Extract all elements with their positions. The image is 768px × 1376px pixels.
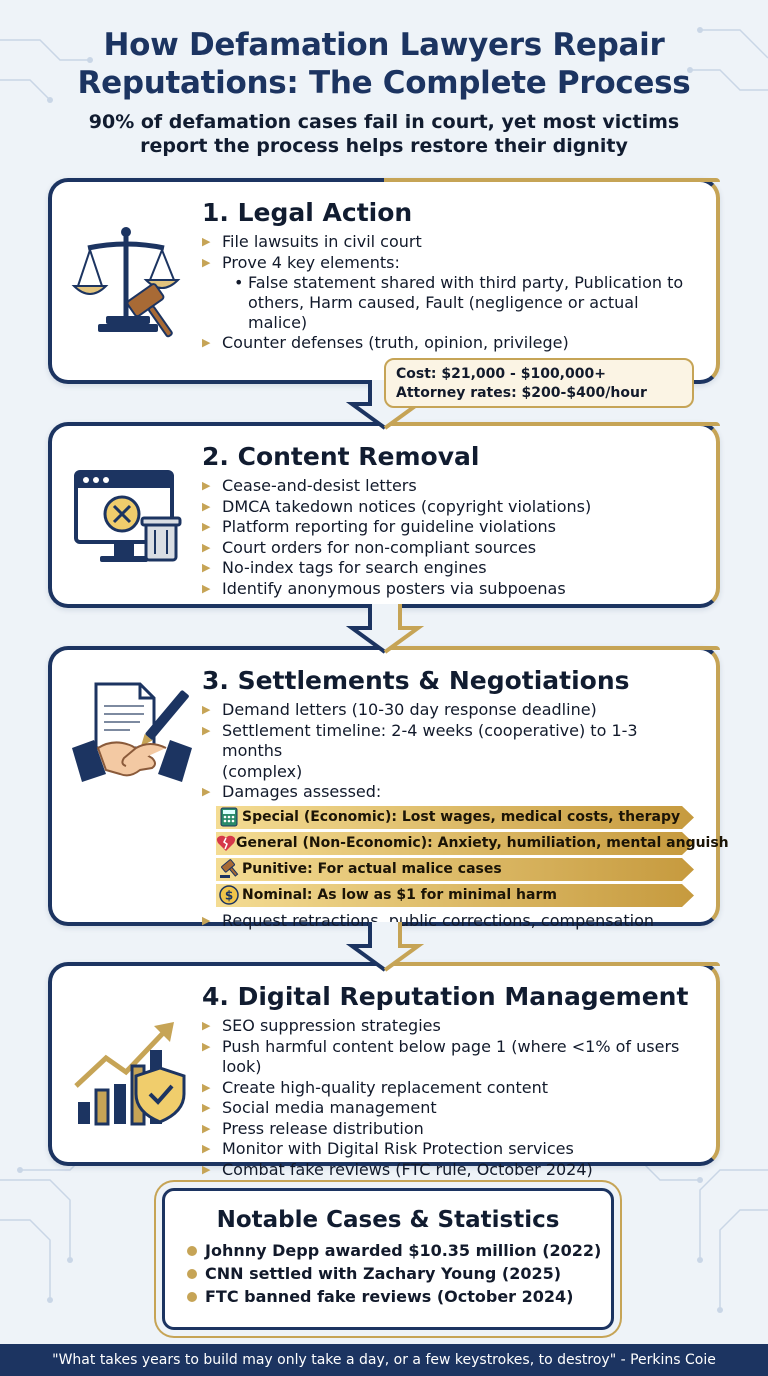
section-title: 2. Content Removal [202, 442, 480, 471]
damage-text: Punitive: For actual malice cases [242, 861, 502, 877]
list-item: FTC banned fake reviews (October 2024) [187, 1285, 611, 1308]
damage-row-punitive: Punitive: For actual malice cases [216, 857, 694, 881]
bullet-list: Demand letters (10-30 day response deadl… [202, 700, 702, 803]
damage-banner [216, 883, 694, 907]
damage-text: Special (Economic): Lost wages, medical … [242, 809, 681, 825]
coin-glyph: $ [225, 889, 233, 903]
list-item: No-index tags for search engines [202, 558, 702, 579]
cost-line: Cost: $21,000 - $100,000+ [396, 366, 606, 382]
footer-quote: "What takes years to build may only take… [0, 1344, 768, 1376]
damage-row-general: General (Non-Economic): Anxiety, humilia… [216, 831, 729, 855]
sub-line: others, Harm caused, Fault (negligence o… [248, 293, 639, 312]
list-item: Damages assessed: [202, 782, 702, 803]
subtitle-line-1: 90% of defamation cases fail in court, y… [88, 111, 680, 133]
list-item: Cease-and-desist letters [202, 476, 702, 497]
list-item: File lawsuits in civil court [202, 232, 702, 253]
section-title: 3. Settlements & Negotiations [202, 666, 630, 695]
growth-chart-shield-icon [74, 1022, 186, 1126]
chevron-down-icon [344, 922, 426, 972]
list-item: Court orders for non-compliant sources [202, 538, 702, 559]
attorney-rate-line: Attorney rates: $200-$400/hour [396, 385, 647, 401]
list-item: Monitor with Digital Risk Protection ser… [202, 1139, 702, 1160]
sub-list-item: False statement shared with third party,… [234, 273, 702, 333]
list-item: SEO suppression strategies [202, 1016, 702, 1037]
header: How Defamation Lawyers Repair Reputation… [0, 26, 768, 158]
damage-banner [216, 857, 694, 881]
chevron-down-icon [344, 604, 426, 654]
title-line-2: Reputations: The Complete Process [77, 65, 691, 101]
bullet-list: File lawsuits in civil court Prove 4 key… [202, 232, 702, 273]
broken-heart-icon [216, 832, 236, 855]
list-item: DMCA takedown notices (copyright violati… [202, 497, 702, 518]
sub-line: False statement shared with third party,… [248, 273, 684, 292]
list-item-line: Settlement timeline: 2-4 weeks (cooperat… [222, 720, 638, 761]
damage-text: Nominal: As low as $1 for minimal harm [242, 887, 557, 903]
bullet-list: Counter defenses (truth, opinion, privil… [202, 333, 702, 354]
section-title: 4. Digital Reputation Management [202, 982, 689, 1011]
list-item: Social media management [202, 1098, 702, 1119]
bullet-list: Cease-and-desist letters DMCA takedown n… [202, 476, 702, 599]
damage-row-special: Special (Economic): Lost wages, medical … [216, 805, 694, 829]
handshake-document-icon [72, 682, 192, 782]
calculator-icon [216, 806, 242, 829]
browser-remove-trash-icon [74, 470, 182, 562]
scales-gavel-icon [71, 227, 181, 338]
coin-icon: $ [216, 884, 242, 907]
notable-list: Johnny Depp awarded $10.35 million (2022… [165, 1239, 611, 1308]
bullet-list: SEO suppression strategies Push harmful … [202, 1016, 702, 1180]
list-item: Johnny Depp awarded $10.35 million (2022… [187, 1239, 611, 1262]
notable-title: Notable Cases & Statistics [216, 1207, 560, 1233]
list-item: Press release distribution [202, 1119, 702, 1140]
list-item: Demand letters (10-30 day response deadl… [202, 700, 702, 721]
page-title: How Defamation Lawyers Repair Reputation… [0, 26, 768, 102]
bullet-list: Request retractions, public corrections,… [202, 911, 702, 932]
title-line-1: How Defamation Lawyers Repair [103, 27, 665, 63]
damage-text: General (Non-Economic): Anxiety, humilia… [236, 835, 729, 851]
list-item: Identify anonymous posters via subpoenas [202, 579, 702, 600]
list-item: Settlement timeline: 2-4 weeks (cooperat… [202, 721, 702, 783]
notable-cases-box: Notable Cases & Statistics Johnny Depp a… [162, 1188, 614, 1330]
page-subtitle: 90% of defamation cases fail in court, y… [0, 110, 768, 158]
list-item: Push harmful content below page 1 (where… [202, 1037, 702, 1078]
list-item: Combat fake reviews (FTC rule, October 2… [202, 1160, 702, 1181]
list-item: Create high-quality replacement content [202, 1078, 702, 1099]
damage-banner [216, 831, 694, 855]
damage-row-nominal: $ Nominal: As low as $1 for minimal harm [216, 883, 694, 907]
list-item: Platform reporting for guideline violati… [202, 517, 702, 538]
list-item: Counter defenses (truth, opinion, privil… [202, 333, 702, 354]
list-item: Request retractions, public corrections,… [202, 911, 702, 932]
section-settlements-negotiations: 3. Settlements & Negotiations Demand let… [48, 646, 729, 931]
gavel-icon [216, 858, 242, 881]
list-item: CNN settled with Zachary Young (2025) [187, 1262, 611, 1285]
cost-callout: Cost: $21,000 - $100,000+ Attorney rates… [384, 358, 694, 408]
damage-banner [216, 805, 694, 829]
damages-list: Special (Economic): Lost wages, medical … [216, 805, 729, 907]
section-legal-action: 1. Legal Action File lawsuits in civil c… [48, 178, 720, 384]
sub-bullet-list: False statement shared with third party,… [202, 273, 702, 333]
section-digital-reputation: 4. Digital Reputation Management SEO sup… [48, 962, 720, 1180]
section-content-removal: 2. Content Removal Cease-and-desist lett… [48, 422, 720, 608]
section-title: 1. Legal Action [202, 198, 413, 227]
list-item: Prove 4 key elements: [202, 253, 702, 274]
sub-line: malice) [248, 313, 308, 332]
subtitle-line-2: report the process helps restore their d… [140, 135, 628, 157]
list-item-line: (complex) [222, 761, 303, 781]
